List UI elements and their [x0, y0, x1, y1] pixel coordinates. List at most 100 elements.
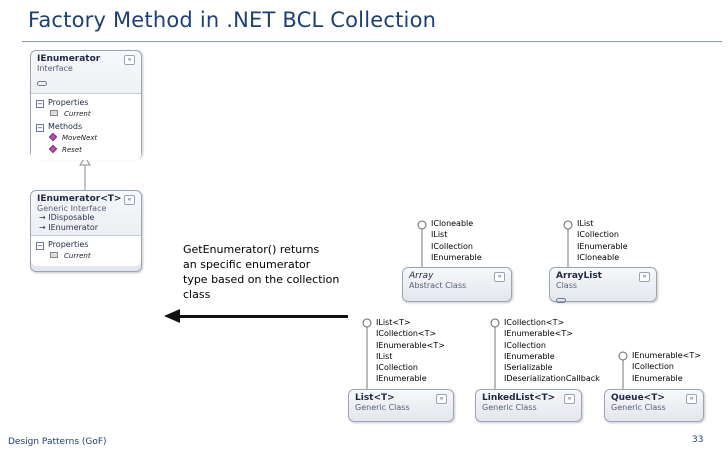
- arraylist-class[interactable]: ArrayList Class »: [549, 267, 657, 303]
- class-name: List<T>: [355, 393, 395, 403]
- linkedlist-interfaces: ICollection<T> IEnumerable<T> ICollectio…: [504, 317, 600, 385]
- interface-lollipop-icon: [37, 81, 47, 86]
- expand-button[interactable]: »: [564, 394, 575, 404]
- expand-button[interactable]: »: [494, 272, 505, 282]
- class-kind: Class: [556, 281, 578, 290]
- interface-label: IEnumerable: [376, 374, 427, 384]
- inherit-label: IEnumerator: [48, 223, 99, 232]
- section-label: Properties: [48, 240, 89, 249]
- interface-label: ICollection: [376, 363, 418, 373]
- inherits-ienumerator: → IEnumerator: [37, 223, 135, 233]
- queue-lollipop-icon: [618, 351, 628, 361]
- collapse-button[interactable]: «: [124, 55, 135, 65]
- interface-label: ICloneable: [577, 252, 620, 262]
- inherit-label: IDisposable: [48, 213, 95, 222]
- interface-label: IEnumerable<T>: [632, 351, 701, 360]
- member-label: MoveNext: [62, 134, 98, 142]
- collapse-toggle-icon[interactable]: −: [36, 124, 44, 132]
- left-arrow-icon: [164, 309, 180, 323]
- list-generic-class[interactable]: List<T> Generic Class »: [348, 389, 454, 422]
- class-kind: Abstract Class: [409, 281, 467, 290]
- callout-line: GetEnumerator() returns: [183, 243, 320, 256]
- expand-button[interactable]: »: [436, 394, 447, 404]
- array-interfaces: ICloneable IList ICollection IEnumerable: [431, 218, 482, 263]
- members: −Properties Current: [31, 235, 141, 266]
- interface-lollipop-icon: [556, 298, 566, 303]
- implements-arrow-icon: →: [39, 213, 49, 222]
- callout-line: class: [183, 288, 211, 301]
- linkedlist-lollipop-icon: [490, 318, 500, 328]
- method-icon: [48, 132, 58, 142]
- inherits-idisposable: → IDisposable: [37, 213, 135, 223]
- collapse-button[interactable]: «: [124, 195, 135, 205]
- interface-label: ICollection<T>: [504, 318, 565, 327]
- class-name: Array: [409, 271, 434, 281]
- interface-label: IList: [431, 230, 448, 240]
- class-name: IEnumerator<T>: [37, 194, 122, 204]
- section-label: Properties: [48, 98, 89, 107]
- footer-course-name: Design Patterns (GoF): [8, 437, 107, 447]
- class-name: LinkedList<T>: [482, 393, 556, 403]
- interface-label: ISerializable: [504, 363, 553, 373]
- collapse-toggle-icon[interactable]: −: [36, 100, 44, 108]
- interface-label: ICollection<T>: [376, 329, 437, 339]
- member-label: Current: [64, 110, 91, 118]
- class-kind: Generic Class: [611, 403, 666, 412]
- section-label: Methods: [48, 122, 83, 131]
- interface-label: ICollection: [504, 340, 546, 350]
- member-current: Current: [36, 250, 136, 262]
- interface-label: ICollection: [577, 230, 619, 240]
- properties-section[interactable]: −Properties: [36, 98, 136, 108]
- ienumerator-generic-interface[interactable]: IEnumerator<T> Generic Interface → IDisp…: [30, 190, 142, 272]
- interface-label: IList: [376, 351, 393, 361]
- array-class[interactable]: Array Abstract Class »: [402, 267, 512, 302]
- method-icon: [48, 144, 58, 154]
- class-kind: Interface: [37, 64, 73, 73]
- queue-generic-class[interactable]: Queue<T> Generic Class »: [604, 389, 704, 422]
- callout-line: type based on the collection: [183, 273, 340, 286]
- member-label: Current: [64, 252, 91, 260]
- callout-text: GetEnumerator() returns an specific enum…: [183, 242, 358, 302]
- interface-label: IEnumerable: [431, 252, 482, 262]
- implements-arrow-icon: →: [39, 223, 49, 232]
- list-interfaces: IList<T> ICollection<T> IEnumerable<T> I…: [376, 317, 445, 385]
- left-arrow-shaft: [178, 315, 348, 318]
- interface-label: IEnumerable<T>: [504, 329, 573, 339]
- interface-label: IList: [577, 219, 594, 228]
- member-movenext: MoveNext: [36, 132, 136, 144]
- callout-line: an specific enumerator: [183, 258, 311, 271]
- class-name: IEnumerator: [37, 54, 101, 64]
- expand-button[interactable]: »: [686, 394, 697, 404]
- class-name: ArrayList: [556, 271, 602, 281]
- collapse-toggle-icon[interactable]: −: [36, 242, 44, 250]
- members: −Properties Current −Methods MoveNext Re…: [31, 93, 141, 160]
- linkedlist-generic-class[interactable]: LinkedList<T> Generic Class »: [475, 389, 582, 422]
- properties-section[interactable]: −Properties: [36, 240, 136, 250]
- interface-label: IDeserializationCallback: [504, 374, 600, 384]
- arraylist-interfaces: IList ICollection IEnumerable ICloneable: [577, 218, 628, 263]
- member-reset: Reset: [36, 144, 136, 156]
- property-icon: [50, 252, 58, 258]
- property-icon: [50, 110, 58, 116]
- interface-label: ICollection: [431, 241, 473, 251]
- class-kind: Generic Class: [482, 403, 537, 412]
- array-lollipop-icon: [417, 220, 427, 230]
- page-number: 33: [692, 435, 704, 445]
- interface-label: IList<T>: [376, 318, 411, 327]
- arraylist-lollipop-icon: [563, 220, 573, 230]
- interface-label: IEnumerable: [577, 241, 628, 251]
- class-kind: Generic Class: [355, 403, 410, 412]
- slide-title: Factory Method in .NET BCL Collection: [28, 8, 437, 32]
- class-name: Queue<T>: [611, 393, 665, 403]
- ienumerator-interface[interactable]: IEnumerator Interface « −Properties Curr…: [30, 50, 142, 160]
- member-label: Reset: [62, 146, 82, 154]
- interface-label: ICloneable: [431, 219, 474, 228]
- interface-label: IEnumerable<T>: [376, 340, 445, 350]
- interface-label: IEnumerable: [504, 351, 555, 361]
- list-lollipop-icon: [362, 318, 372, 328]
- expand-button[interactable]: »: [639, 272, 650, 282]
- interface-label: ICollection: [632, 362, 674, 372]
- methods-section[interactable]: −Methods: [36, 122, 136, 132]
- member-current: Current: [36, 108, 136, 120]
- class-kind: Generic Interface: [37, 204, 107, 213]
